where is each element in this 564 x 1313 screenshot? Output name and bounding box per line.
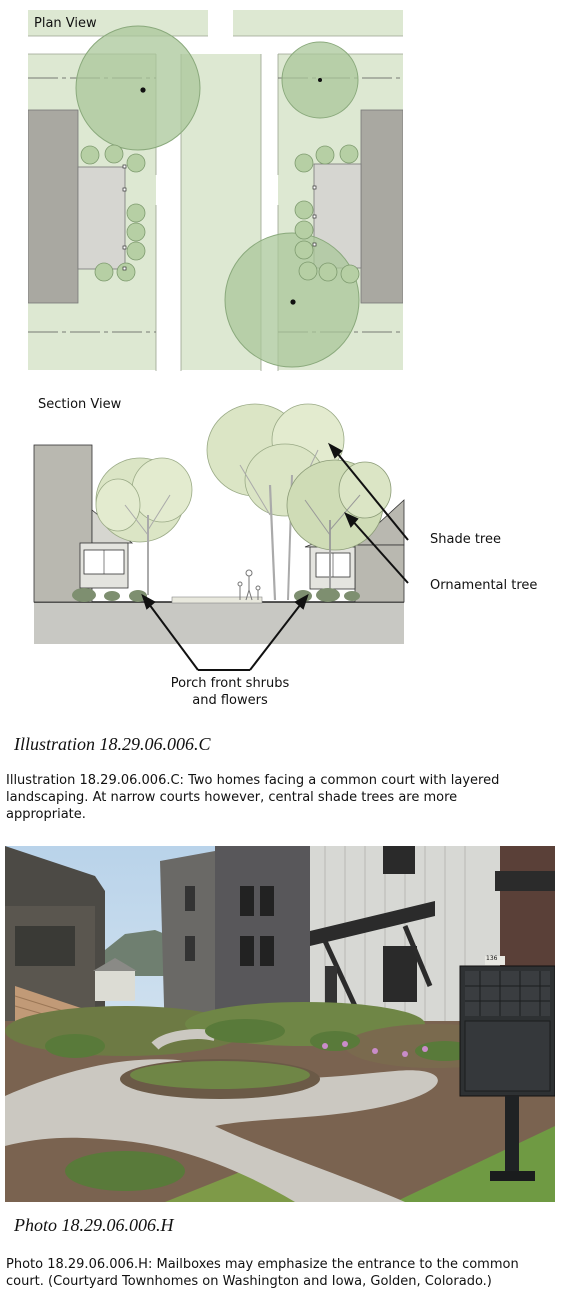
section-ground (34, 602, 404, 644)
left-building (27, 109, 79, 304)
mailbox-number-plate: 136 (486, 955, 498, 962)
label-ornamental-tree: Ornamental tree (430, 578, 538, 593)
photo-caption: Photo 18.29.06.006.H: Mailboxes may emph… (6, 1257, 519, 1289)
label-shade-tree: Shade tree (430, 532, 501, 547)
label-porch-shrubs-line1: Porch front shrubs (170, 676, 290, 691)
section-ornamental-tree-left (95, 457, 193, 595)
right-building (360, 109, 404, 304)
courtyard-photo-illustration (5, 846, 555, 1202)
illustration-heading: Illustration 18.29.06.006.C (14, 734, 211, 754)
photo-heading: Photo 18.29.06.006.H (14, 1215, 174, 1235)
section-shrubs (72, 588, 360, 602)
courtyard-photo: 136 (5, 846, 555, 1202)
section-view-title: Section View (38, 397, 122, 412)
section-view-drawing (33, 403, 409, 671)
plan-view-title: Plan View (34, 16, 97, 31)
plan-shrubs-left (80, 144, 146, 282)
section-leader-lines (141, 442, 409, 671)
illustration-caption: Illustration 18.29.06.006.C: Two homes f… (6, 773, 500, 822)
label-porch-shrubs-line2: and flowers (192, 693, 268, 708)
lawn-top-right (233, 10, 403, 36)
photo-mailbox (459, 956, 555, 1181)
label-porch-shrubs: Porch front shrubs and flowers (140, 675, 320, 709)
plan-shrubs-right (294, 144, 360, 284)
plan-view-figure: Plan View (27, 10, 404, 371)
plan-view-drawing (27, 10, 404, 371)
section-people (237, 569, 261, 601)
left-porch (77, 166, 126, 270)
plan-shade-tree-top-left (75, 25, 201, 151)
